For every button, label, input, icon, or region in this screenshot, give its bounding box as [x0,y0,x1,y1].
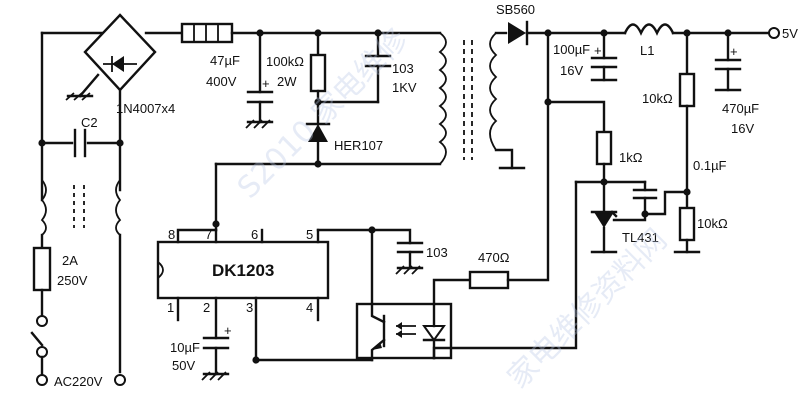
optocoupler [355,302,453,362]
power-switch: AC220V [30,315,126,389]
dk1203-ic: DK1203 8 7 6 5 1 2 3 4 [156,227,330,362]
transformer [438,32,526,170]
snubber-res-value: 100kΩ [266,54,304,69]
c2-capacitor: C2 [40,115,122,158]
rectifier-diode-label: SB560 [496,2,535,17]
snubber-cap-voltage: 1KV [392,80,417,95]
rectifier-diode: SB560 [496,2,535,46]
output-capacitor-2: + 470µF 16V [714,31,759,136]
inductor-label: L1 [640,43,654,58]
output-capacitor-1: + 100µF 16V [553,29,618,82]
snubber-res-power: 2W [277,74,297,89]
vcc-cap-value: 10µF [170,340,200,355]
secondary-section: SB560 + 100µF 16V L1 5V [494,2,798,254]
pin5-cap-label: 103 [426,245,448,260]
svg-text:家电维修资料网: 家电维修资料网 [501,222,674,395]
c2-label: C2 [81,115,98,130]
fuse: 2A 250V [32,233,88,317]
opto-resistor: 1kΩ [546,100,643,212]
pin-7: 7 [205,227,212,242]
divider-resistor-top: 10kΩ [642,31,696,210]
cap-in-voltage: 400V [206,74,237,89]
pin-8: 8 [168,227,175,242]
ic-name: DK1203 [212,261,274,280]
snubber-diode: HER107 [305,100,383,166]
out-cap2-value: 470µF [722,101,759,116]
svg-text:+: + [730,44,738,59]
pin-1: 1 [167,300,174,315]
ac-input-label: AC220V [54,374,103,389]
out-cap1-voltage: 16V [560,63,583,78]
pin-6: 6 [251,227,258,242]
vcc-cap-voltage: 50V [172,358,195,373]
opto-res-label: 1kΩ [619,150,643,165]
compensation-capacitor: 0.1µF [632,158,727,216]
output-voltage-label: 5V [782,26,798,41]
pin-3: 3 [246,300,253,315]
cap-in-value: 47µF [210,53,240,68]
vcc-capacitor: + 10µF 50V [170,323,232,381]
out-cap2-voltage: 16V [731,121,754,136]
fuse-current-label: 2A [62,253,78,268]
out-cap1-value: 100µF [553,42,590,57]
snubber-resistor: 100kΩ 2W [266,29,327,104]
pin5-capacitor: 103 [395,241,448,275]
inductor: L1 [623,23,675,58]
input-section: 1N4007x4 C2 2A 250V [30,13,184,389]
comp-cap-label: 0.1µF [693,158,727,173]
led-resistor: 470Ω [468,250,510,290]
bridge-label: 1N4007x4 [116,101,175,116]
svg-text:+: + [224,323,232,338]
primary-section: + 47µF 400V 100kΩ 2W 103 1KV [180,22,526,232]
input-capacitor: + 47µF 400V [206,29,274,129]
divider-resistor-bottom: 10kΩ [673,206,728,254]
divider-bottom-label: 10kΩ [697,216,728,231]
common-mode-choke [40,179,122,374]
snubber-capacitor: 103 1KV [364,29,417,104]
svg-text:S2010 家电维修: S2010 家电维修 [231,22,415,206]
snubber-diode-label: HER107 [334,138,383,153]
regulator-label: TL431 [622,230,659,245]
pin-2: 2 [203,300,210,315]
led-res-label: 470Ω [478,250,510,265]
snubber-cap-value: 103 [392,61,414,76]
fuse-voltage-label: 250V [57,273,88,288]
divider-top-label: 10kΩ [642,91,673,106]
svg-text:+: + [262,76,270,91]
bridge-rectifier [83,13,157,92]
svg-text:+: + [594,43,602,58]
pin-4: 4 [306,300,313,315]
pin-5: 5 [306,227,313,242]
